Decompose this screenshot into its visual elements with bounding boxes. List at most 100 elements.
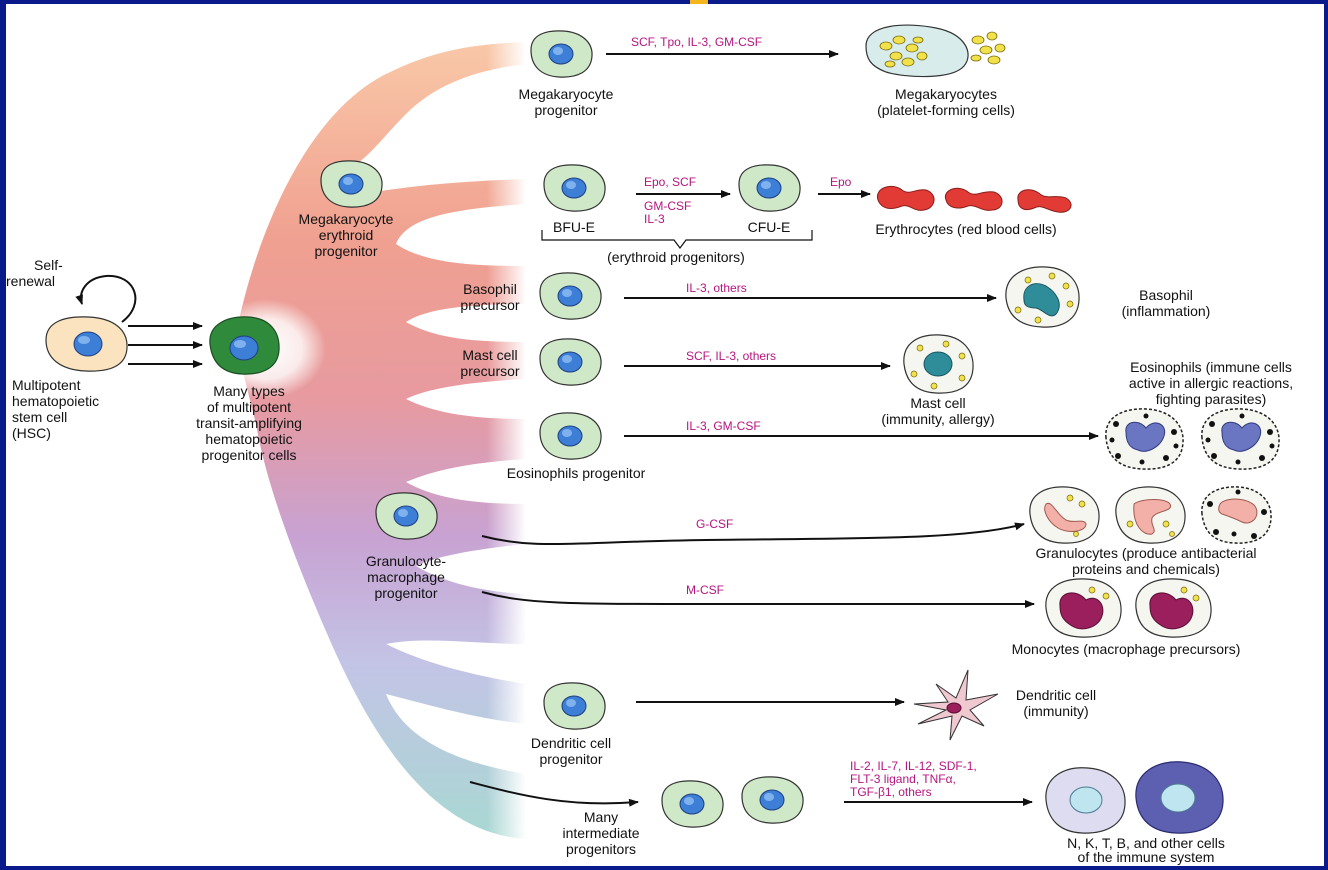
- mep-label: Megakaryocyte: [299, 211, 394, 227]
- granulocyte-label: Granulocytes (produce antibacterial: [1035, 545, 1256, 561]
- monocyte-cell: [1045, 578, 1122, 638]
- cfu-e-cell: [738, 164, 801, 212]
- monocyte-arrow: [481, 591, 1035, 608]
- bfu-e-cell: [543, 164, 606, 212]
- eosinophil-progenitor-cell: [539, 412, 602, 460]
- basophil-label-2: (inflammation): [1122, 303, 1211, 319]
- lymphocyte-cell-2: [1135, 761, 1224, 834]
- dendritic-label: Dendritic cell: [1016, 687, 1096, 703]
- mast-label: Mast cell: [910, 395, 965, 411]
- gmp-label-3: progenitor: [374, 585, 437, 601]
- bfu-e-label: BFU-E: [553, 219, 595, 235]
- megakaryocyte-progenitor-cell: [530, 30, 593, 78]
- intermediate-label-2: intermediate: [562, 825, 639, 841]
- immune-cells-label: N, K, T, B, and other cells: [1067, 835, 1225, 851]
- gmp-label-2: macrophage: [367, 569, 445, 585]
- erythrocytes-label: Erythrocytes (red blood cells): [875, 221, 1056, 237]
- mast-precursor-cell: [539, 338, 602, 386]
- epo-factor: Epo: [830, 175, 852, 189]
- basophil-precursor-label-2: precursor: [460, 297, 519, 313]
- erythroid-bracket: [541, 230, 813, 249]
- dendritic-progenitor-label: Dendritic cell: [531, 735, 611, 751]
- mast-label-2: (immunity, allergy): [881, 411, 994, 427]
- cfu-e-label: CFU-E: [748, 219, 791, 235]
- basophil-precursor-label: Basophil: [463, 281, 517, 297]
- mpp-label-4: hematopoietic: [205, 431, 292, 447]
- hsc-label-2: hematopoietic: [12, 393, 99, 409]
- eosinophil-cell: [1105, 408, 1184, 470]
- granulocyte-cell-3: [1201, 486, 1272, 544]
- diagram-canvas: Self- renewal Multipotent hematopoietic …: [6, 4, 1324, 866]
- eosinophil-cell-2: [1201, 408, 1280, 470]
- self-renewal-arrow: [75, 274, 137, 323]
- monocyte-label: Monocytes (macrophage precursors): [1012, 641, 1241, 657]
- dendritic-cell: [913, 669, 999, 741]
- basophil-factors: IL-3, others: [686, 281, 747, 295]
- hematopoiesis-diagram: Self- renewal Multipotent hematopoietic …: [6, 24, 1293, 865]
- intermediate-cell: [661, 780, 724, 828]
- mkp-label: Megakaryocyte: [519, 86, 614, 102]
- mep-cell: [320, 160, 383, 208]
- basophil-cell: [1005, 266, 1080, 328]
- mk-label: Megakaryocytes: [895, 86, 997, 102]
- mk-label-2: (platelet-forming cells): [877, 102, 1015, 118]
- monocyte-cell-2: [1135, 578, 1212, 638]
- hsc-to-mpp-arrows: [128, 322, 203, 368]
- top-accent: [690, 0, 708, 6]
- dendritic-progenitor-cell: [543, 682, 606, 730]
- lymphoid-factors-2: FLT-3 ligand, TNFα,: [850, 772, 956, 786]
- il3-factor: IL-3: [644, 212, 665, 226]
- erythroid-progenitors-label: (erythroid progenitors): [607, 249, 745, 265]
- eosinophil-label-3: fighting parasites): [1156, 391, 1267, 407]
- lymphoid-factors: IL-2, IL-7, IL-12, SDF-1,: [850, 759, 977, 773]
- hsc-label-3: stem cell: [12, 409, 67, 425]
- hsc-label-4: (HSC): [12, 425, 51, 441]
- granulocyte-factor: G-CSF: [696, 517, 733, 531]
- mpp-label-3: transit-amplifying: [196, 415, 302, 431]
- eosinophil-factors: IL-3, GM-CSF: [686, 419, 761, 433]
- platelets: [970, 31, 1006, 65]
- basophil-label: Basophil: [1139, 287, 1193, 303]
- dendritic-progenitor-label-2: progenitor: [539, 751, 602, 767]
- mast-precursor-label: Mast cell: [462, 347, 517, 363]
- basophil-precursor-cell: [539, 272, 602, 320]
- gm-csf-factor: GM-CSF: [644, 199, 691, 213]
- lymphoid-factors-3: TGF-β1, others: [850, 785, 932, 799]
- mpp-label-2: of multipotent: [207, 399, 291, 415]
- mep-label-3: progenitor: [314, 243, 377, 259]
- megakaryocyte-cell: [865, 24, 969, 78]
- intermediate-arrow: [469, 781, 639, 807]
- mpp-label-5: progenitor cells: [202, 447, 297, 463]
- granulocyte-label-2: proteins and chemicals): [1072, 561, 1220, 577]
- granulocyte-arrow: [481, 522, 1025, 546]
- eosinophil-label-2: active in allergic reactions,: [1129, 375, 1293, 391]
- mast-cell: [903, 334, 974, 394]
- hsc-cell: [45, 316, 128, 372]
- neutrophil-cell-2: [1115, 486, 1186, 544]
- mk-factors: SCF, Tpo, IL-3, GM-CSF: [631, 35, 762, 49]
- mast-factors: SCF, IL-3, others: [686, 349, 776, 363]
- intermediate-label: Many: [584, 809, 618, 825]
- mep-label-2: erythroid: [319, 227, 373, 243]
- self-renewal-label: Self-: [34, 257, 63, 273]
- gmp-label: Granulocyte-: [366, 553, 446, 569]
- mkp-label-2: progenitor: [534, 102, 597, 118]
- mpp-cell: [209, 316, 280, 375]
- self-renewal-label-2: renewal: [6, 273, 55, 289]
- epo-scf-factor: Epo, SCF: [644, 175, 696, 189]
- immune-cells-label-2: of the immune system: [1078, 849, 1215, 865]
- eosinophil-label: Eosinophils (immune cells: [1130, 359, 1292, 375]
- neutrophil-cell: [1029, 486, 1100, 544]
- top-border: [0, 0, 1328, 4]
- intermediate-cell-2: [741, 776, 804, 824]
- monocyte-factor: M-CSF: [686, 583, 724, 597]
- dendritic-label-2: (immunity): [1023, 703, 1088, 719]
- lymphocyte-cell: [1045, 767, 1126, 834]
- mast-precursor-label-2: precursor: [460, 363, 519, 379]
- intermediate-label-3: progenitors: [566, 841, 636, 857]
- erythrocytes: [876, 185, 1072, 213]
- gmp-cell: [375, 492, 438, 540]
- eosinophil-progenitor-label: Eosinophils progenitor: [507, 465, 646, 481]
- hsc-label: Multipotent: [12, 377, 81, 393]
- mpp-label: Many types: [213, 383, 285, 399]
